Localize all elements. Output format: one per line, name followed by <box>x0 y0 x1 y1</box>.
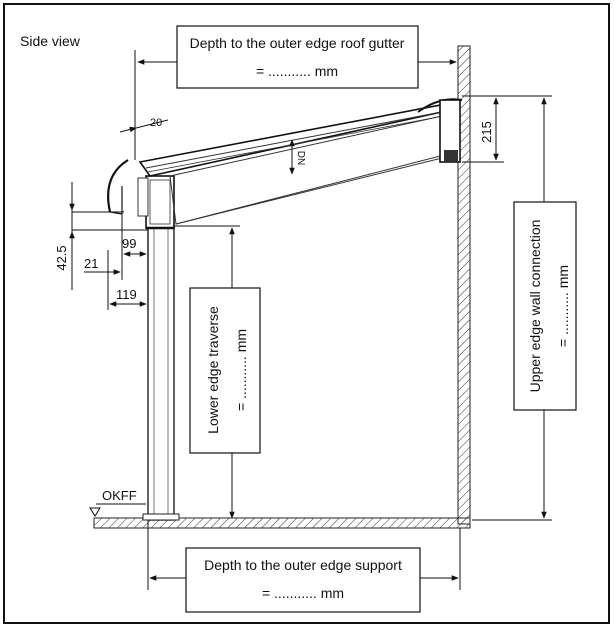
view-label: Side view <box>20 33 81 49</box>
upper-edge-title: Upper edge wall connection <box>527 220 543 393</box>
dim-left-group: 42.5 99 21 119 <box>54 182 149 310</box>
support-box <box>185 547 421 613</box>
upper-edge-box <box>513 201 577 411</box>
roof-gutter-box <box>176 25 419 89</box>
dim-dn: DN <box>289 139 306 175</box>
support-value: = ........... mm <box>262 585 344 601</box>
support-post <box>142 225 180 521</box>
lower-edge-box <box>189 287 261 454</box>
drawing-frame <box>3 3 610 624</box>
dim-21-label: 21 <box>84 256 98 271</box>
dim-dn-label: DN <box>295 151 306 165</box>
roof <box>138 98 463 225</box>
lower-edge-value: = ........... mm <box>233 329 249 411</box>
dim-42-5-label: 42.5 <box>54 245 69 270</box>
floor <box>93 517 471 529</box>
dim-roof-gutter: Depth to the outer edge roof gutter = ..… <box>134 25 457 160</box>
dim-99-label: 99 <box>122 236 136 251</box>
dim-119-label: 119 <box>116 287 137 302</box>
dim-upper-edge: Upper edge wall connection = ...........… <box>472 95 577 521</box>
dim-support: Depth to the outer edge support = ......… <box>147 520 461 613</box>
dim-215-label: 215 <box>479 121 494 143</box>
dim-20: 20 <box>119 117 169 133</box>
upper-edge-value: = ........... mm <box>555 265 571 347</box>
traverse-head <box>107 159 175 230</box>
dim-lower-edge: Lower edge traverse = ........... mm <box>174 225 261 519</box>
lower-edge-title: Lower edge traverse <box>205 306 221 434</box>
okff-label: OKFF <box>102 488 137 503</box>
okff-marker: OKFF <box>89 488 146 517</box>
roof-gutter-title: Depth to the outer edge roof gutter <box>190 35 405 51</box>
dim-20-label: 20 <box>150 117 162 129</box>
roof-gutter-value: = ........... mm <box>256 63 338 79</box>
support-title: Depth to the outer edge support <box>204 557 402 573</box>
